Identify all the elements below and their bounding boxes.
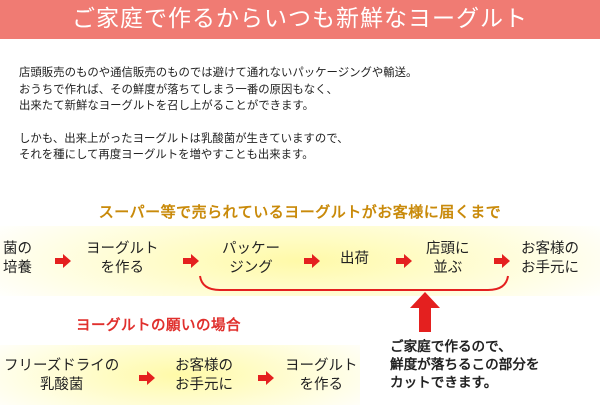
intro-line: 出来たて新鮮なヨーグルトを召し上がることができます。 — [19, 98, 315, 112]
arrow-up-icon — [410, 292, 440, 332]
flow-step-culture: 菌の 培養 — [3, 240, 32, 278]
arrow-right-icon — [396, 254, 412, 268]
flow-step-make-at-home: ヨーグルト を作る — [285, 357, 358, 395]
step-line: 店頭に — [426, 241, 470, 257]
intro-line: おうちで作れば、その鮮度が落ちてしまう一番の原因もなく、 — [19, 81, 338, 96]
arrow-right-icon — [55, 254, 71, 268]
flow-step-store-shelf: 店頭に 並ぶ — [426, 240, 470, 278]
step-line: 菌の — [3, 241, 32, 257]
arrow-right-icon — [139, 371, 155, 385]
step-line: 乳酸菌 — [39, 377, 84, 393]
intro-line: それを種にして再度ヨーグルトを増やすことも出来ます。 — [19, 147, 314, 161]
step-line: を作る — [100, 260, 145, 276]
flow-step-packaging: パッケー ジング — [222, 240, 280, 278]
callout-text: ご家庭で作るので、 鮮度が落ちるこの部分を カットできます。 — [390, 338, 595, 392]
step-line: 並ぶ — [433, 260, 463, 276]
store-flow-heading: スーパー等で売られているヨーグルトがお客様に届くまで — [98, 203, 502, 221]
arrow-right-icon — [494, 254, 510, 268]
step-line: ヨーグルト — [86, 241, 159, 257]
flow-step-customer-home: お客様の お手元に — [175, 357, 233, 395]
banner-title: ご家庭で作るからいつも新鮮なヨーグルト — [72, 6, 528, 32]
flow-step-make-yogurt: ヨーグルト を作る — [86, 240, 159, 278]
arrow-right-icon — [183, 254, 199, 268]
step-line: ヨーグルト — [285, 358, 358, 374]
callout-line: ご家庭で作るので、 — [390, 339, 512, 355]
step-line: パッケー — [222, 241, 280, 257]
step-line: お客様の — [521, 241, 579, 257]
home-flow-band — [0, 345, 360, 405]
step-line: お手元に — [175, 377, 233, 393]
step-line: 培養 — [3, 260, 32, 276]
flow-step-customer: お客様の お手元に — [521, 240, 579, 278]
step-line: フリーズドライの — [4, 358, 120, 374]
intro-line: しかも、出来上がったヨーグルトは乳酸菌が生きていますので、 — [19, 130, 349, 145]
callout-line: 鮮度が落ちるこの部分を — [390, 357, 540, 373]
step-line: を作る — [299, 377, 344, 393]
intro-text: 店頭販売のものや通信販売のものでは避けて通れないパッケージングや輸送。 おうちで… — [19, 64, 589, 163]
arrow-right-icon — [258, 371, 274, 385]
home-flow-heading: ヨーグルトの願いの場合 — [76, 317, 241, 334]
flow-step-shipping: 出荷 — [340, 250, 369, 269]
step-line: ジング — [229, 260, 273, 276]
arrow-right-icon — [304, 254, 320, 268]
callout-line: カットできます。 — [390, 375, 498, 391]
flow-step-freeze-dried: フリーズドライの 乳酸菌 — [4, 357, 119, 395]
page-banner: ご家庭で作るからいつも新鮮なヨーグルト — [0, 0, 600, 39]
step-line: お客様の — [175, 358, 233, 374]
highlight-bracket — [199, 275, 509, 291]
intro-line: 店頭販売のものや通信販売のものでは避けて通れないパッケージングや輸送。 — [19, 65, 418, 79]
step-line: お手元に — [521, 260, 579, 276]
step-line: 出荷 — [340, 251, 369, 267]
